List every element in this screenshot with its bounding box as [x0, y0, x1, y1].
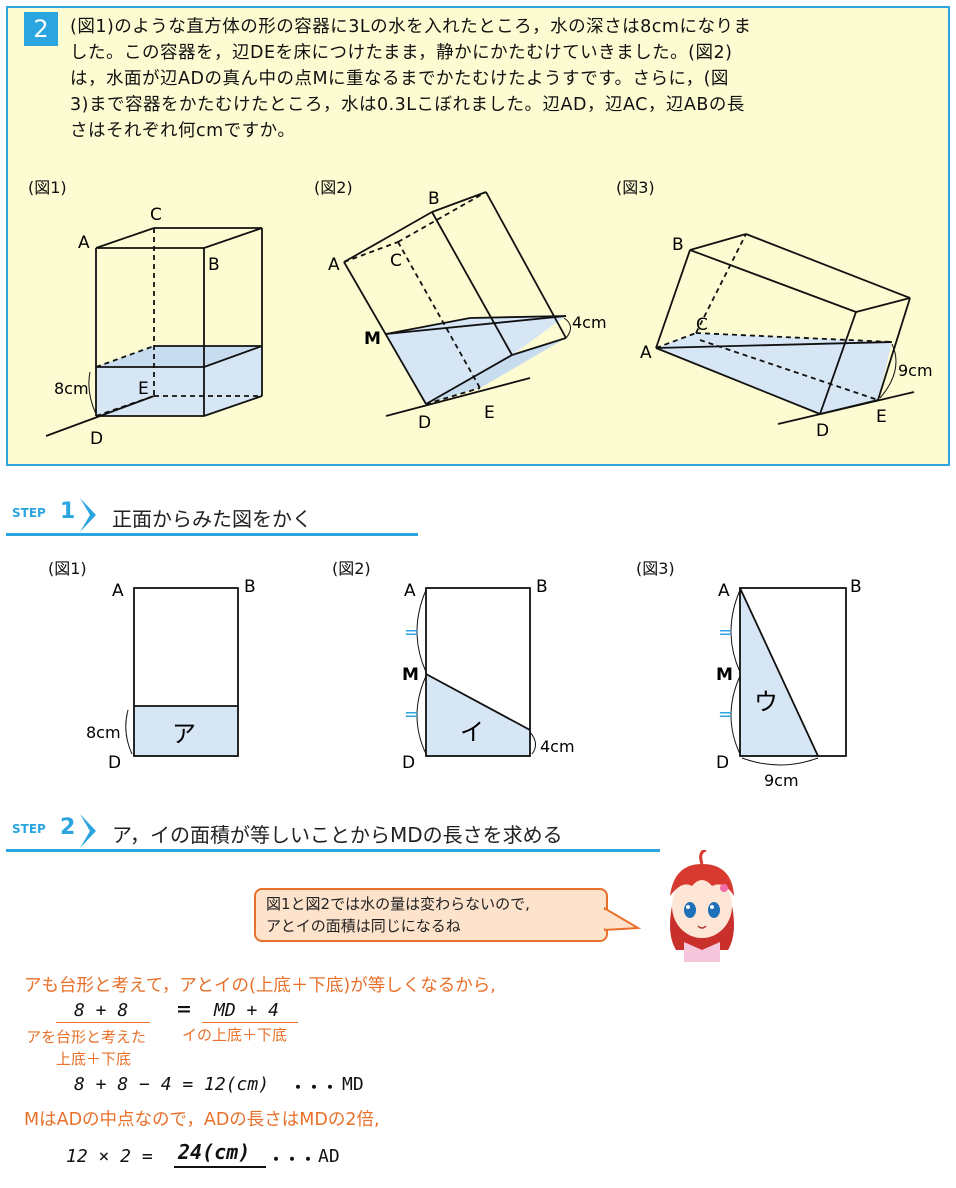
- fig3-label-a: A: [640, 343, 652, 363]
- fig1-depth: 8cm: [54, 379, 89, 398]
- step1-fig3-label: (図3): [636, 559, 675, 578]
- step1-badge-number: 1: [60, 499, 76, 524]
- equation3-dots: ・・・: [268, 1150, 317, 1169]
- fv3-tick-upper: =: [718, 622, 733, 643]
- fig3-label: (図3): [616, 178, 655, 197]
- fv3-label-b: B: [850, 577, 862, 597]
- fv2-tick-upper: =: [404, 622, 419, 643]
- equation3-answer-underline: [174, 1166, 266, 1168]
- solution-line-2: MはADの中点なので，ADの長さはMDの2倍,: [24, 1110, 380, 1130]
- equation2-dots: ・・・: [290, 1078, 339, 1097]
- fig1-label-e: E: [138, 379, 149, 399]
- fv3-label-d: D: [716, 753, 729, 773]
- problem-number: 2: [24, 12, 58, 46]
- fig3-box: [655, 233, 915, 425]
- fv3-label-m: M: [716, 665, 733, 685]
- equation3-answer: 24(cm): [178, 1140, 251, 1164]
- fig1-label: (図1): [28, 178, 67, 197]
- fv3-depth: 9cm: [764, 771, 799, 790]
- fig3-label-c: C: [696, 315, 708, 335]
- step1-badge-word: STEP: [12, 506, 46, 520]
- fv3-tick-lower: =: [718, 704, 733, 725]
- fv1-label-d: D: [108, 753, 121, 773]
- character-avatar: [670, 850, 734, 962]
- bubble-line: アとイの面積は同じになるね: [266, 917, 461, 935]
- problem-line: 3)まで容器をかたむけたところ，水は0.3Lこぼれました。辺AD，辺AC，辺AB…: [70, 95, 745, 115]
- fv2-label-a: A: [404, 581, 416, 601]
- fv1-region: ア: [172, 720, 196, 748]
- step1-title: 正面からみた図をかく: [112, 507, 312, 531]
- equation2-tail: MD: [342, 1074, 364, 1095]
- note-left-2: 上底＋下底: [56, 1050, 132, 1068]
- equation1-left-underline: [56, 1022, 150, 1023]
- note-left-1: アを台形と考えた: [26, 1028, 147, 1046]
- fv2-label-m: M: [402, 665, 419, 685]
- problem-line: さはそれぞれ何cmですか。: [70, 121, 296, 141]
- fig2-label-e: E: [484, 403, 495, 423]
- fig1-label-d: D: [90, 429, 103, 449]
- fv2-tick-lower: =: [404, 704, 419, 725]
- step1-figures: A B D 8cm ア A B M D = = イ 4cm A B M D = …: [86, 577, 862, 790]
- fig1-label-a: A: [78, 233, 90, 253]
- speech-bubble: 図1と図2では水の量は変わらないので, アとイの面積は同じになるね: [254, 888, 608, 942]
- fig3-label-d: D: [816, 421, 829, 441]
- fig3-depth: 9cm: [898, 361, 933, 380]
- fv2-label-b: B: [536, 577, 548, 597]
- step2-badge-arrow: [80, 814, 96, 848]
- step1-fig1-label: (図1): [48, 559, 87, 578]
- fv1-label-b: B: [244, 577, 256, 597]
- problem-line: は，水面が辺ADの真ん中の点Mに重なるまでかたむけたようすです。さらに，(図: [70, 69, 729, 89]
- step2-badge-number: 2: [60, 815, 76, 840]
- front-view-1: [125, 587, 239, 757]
- fv1-depth: 8cm: [86, 723, 121, 742]
- fig2-label-c: C: [390, 251, 402, 271]
- fig1-label-b: B: [208, 255, 220, 275]
- fig1-label-c: C: [150, 205, 162, 225]
- problem-text: (図1)のような直方体の形の容器に3Lの水を入れたところ，水の深さは8cmになり…: [70, 14, 920, 144]
- fv2-depth: 4cm: [540, 737, 575, 756]
- bubble-tail: [604, 906, 642, 932]
- note-right: イの上底＋下底: [182, 1026, 288, 1044]
- step1-badge-arrow: [6, 496, 98, 534]
- equation1-left: 8 + 8: [74, 1000, 129, 1021]
- fig2-label: (図2): [314, 178, 353, 197]
- fig2-label-d: D: [418, 413, 431, 433]
- fv1-label-a: A: [112, 581, 124, 601]
- step1-rule: [6, 533, 418, 536]
- fig3-label-e: E: [876, 407, 887, 427]
- step2-title: ア，イの面積が等しいことからMDの長さを求める: [112, 823, 563, 847]
- bubble-line: 図1と図2では水の量は変わらないので,: [266, 895, 530, 913]
- step2-badge-word: STEP: [12, 822, 46, 836]
- fig1-box: [45, 227, 263, 437]
- fig2-depth: 4cm: [572, 313, 607, 332]
- problem-figures: A C B E D 8cm B A C M D E 4cm: [45, 189, 933, 449]
- fv3-label-a: A: [718, 581, 730, 601]
- step1-fig2-label: (図2): [332, 559, 371, 578]
- step2-rule: [6, 849, 660, 852]
- fv3-region: ウ: [754, 688, 778, 716]
- equation2: 8 + 8 − 4 = 12(cm): [74, 1074, 270, 1095]
- problem-line: (図1)のような直方体の形の容器に3Lの水を入れたところ，水の深さは8cmになり…: [70, 17, 752, 37]
- front-view-2: [416, 587, 536, 757]
- front-view-3: [730, 587, 847, 766]
- equation1-right: MD + 4: [214, 1000, 280, 1021]
- fig2-label-m: M: [364, 329, 381, 349]
- fv2-region: イ: [460, 718, 484, 746]
- equation3-tail: AD: [318, 1146, 340, 1167]
- fig2-box: [343, 191, 571, 417]
- problem-line: した。この容器を，辺DEを床につけたまま，静かにかたむけていきました。(図2): [70, 43, 733, 63]
- equation1-right-underline: [202, 1022, 298, 1023]
- equation3-left: 12 × 2 =: [66, 1146, 153, 1167]
- equation1-equals: =: [176, 998, 192, 1020]
- solution-line-1: アも台形と考えて，アとイの(上底＋下底)が等しくなるから,: [24, 976, 496, 996]
- fig2-label-b: B: [428, 189, 440, 209]
- fig2-label-a: A: [328, 255, 340, 275]
- fig3-label-b: B: [672, 235, 684, 255]
- fv2-label-d: D: [402, 753, 415, 773]
